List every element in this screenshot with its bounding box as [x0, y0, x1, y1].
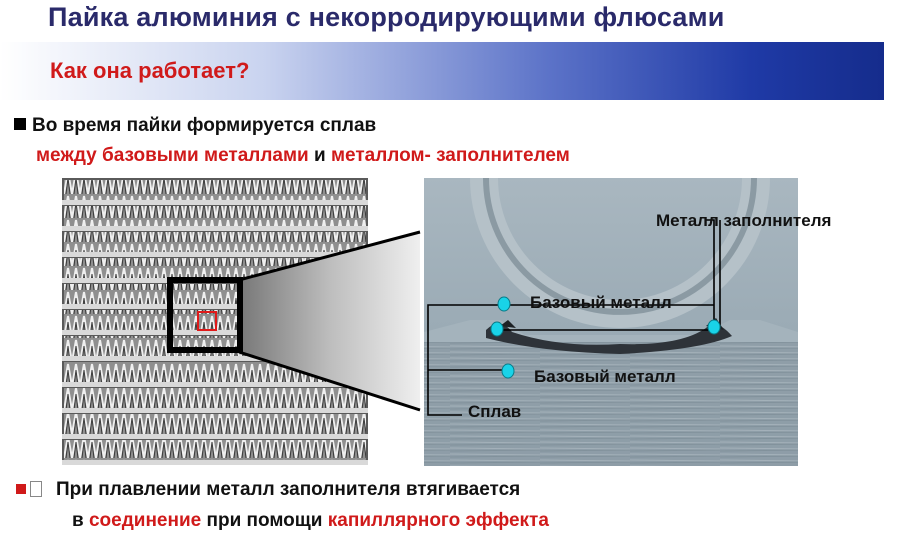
brazing-figure: Металл заполнителя Базовый металл Базовы…: [0, 170, 899, 470]
zoom-frame: [167, 277, 243, 353]
tube-row: [62, 330, 368, 335]
micrograph: [424, 177, 798, 466]
fin-row: [64, 414, 366, 434]
tube-row: [62, 200, 368, 205]
fin-row: [64, 232, 366, 252]
bullet-2-line-2: в соединение при помощи капиллярного эфф…: [72, 510, 549, 531]
tube-row: [62, 382, 368, 387]
bullet-1-line-1: Во время пайки формируется сплав: [14, 115, 376, 137]
tube-row: [62, 434, 368, 439]
label-filler-metal: Металл заполнителя: [656, 211, 832, 230]
fin-row: [64, 440, 366, 460]
fin-row: [64, 180, 366, 200]
tube-row: [62, 304, 368, 309]
slide-title: Пайка алюминия с некорродирующими флюсам…: [48, 2, 725, 32]
bullet-2-line-1: При плавлении металл заполнителя втягива…: [16, 479, 520, 501]
label-base-metal-bottom: Базовый металл: [534, 367, 676, 386]
missing-glyph-icon: [30, 481, 42, 497]
marker-points: [490, 296, 721, 379]
label-alloy: Сплав: [468, 402, 522, 421]
bullet-1-line-2: между базовыми металлами и металлом- зап…: [36, 145, 570, 166]
zoom-line-top: [238, 230, 421, 282]
bullet-square-icon: [14, 118, 26, 130]
detail-marker: [197, 311, 217, 331]
leader-lines: [427, 219, 721, 416]
title-banner: [0, 42, 884, 100]
slide-subtitle: Как она работает?: [50, 58, 250, 83]
zoom-line-bottom: [238, 350, 421, 412]
fin-row: [64, 206, 366, 226]
label-base-metal-top: Базовый металл: [530, 293, 672, 312]
fin-row: [64, 388, 366, 408]
tube-row: [62, 252, 368, 257]
tube-row: [62, 356, 368, 361]
bullet-square-icon: [16, 484, 26, 494]
tube-row: [62, 408, 368, 413]
tube-row: [62, 460, 368, 465]
tube-row: [62, 226, 368, 231]
